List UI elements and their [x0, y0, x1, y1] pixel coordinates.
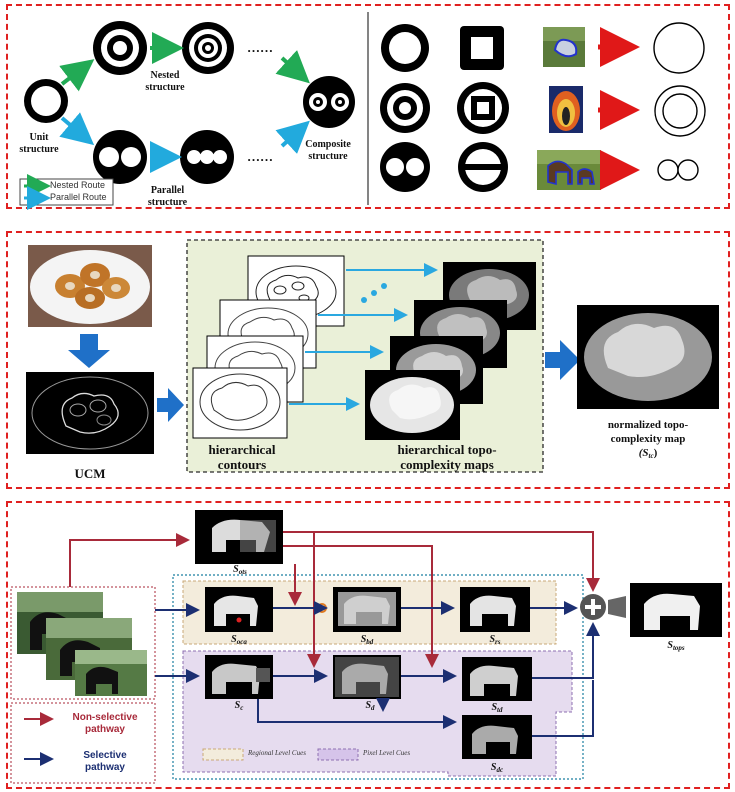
soca-label: Soca: [231, 634, 247, 646]
map-sd: [333, 655, 401, 699]
contour-sheet-1: [192, 367, 288, 439]
panel-pipeline: [6, 501, 730, 789]
photo-to-ucm-arrow: [68, 334, 110, 368]
regional-legend-swatch: [202, 748, 244, 761]
normalized-map-sub: tc: [648, 452, 654, 460]
sc-label: Sc: [234, 700, 244, 712]
ucm-label: UCM: [74, 466, 106, 481]
ellipsis-dot: [361, 297, 367, 303]
sots-to-td-arrow: [283, 545, 439, 668]
parallel-ellipsis: ……: [247, 149, 273, 164]
topo-map-1: [365, 370, 460, 440]
donut-photo: [28, 245, 152, 327]
srs-label: Srs: [489, 634, 501, 646]
sdc-label: Sdc: [490, 762, 504, 774]
normalized-topo-map: [577, 305, 719, 409]
pathway-legend-box: [10, 702, 156, 784]
normalized-map-symbol: (S: [638, 447, 649, 459]
nested-ellipsis: ……: [247, 40, 273, 55]
map-sbd: [333, 587, 401, 632]
topology-result-1: [653, 22, 705, 74]
sc-to-dc-arrow: [257, 699, 457, 729]
parallel-route-arrow: [59, 112, 95, 146]
bear-photo-3: [75, 650, 147, 696]
hierarchical-maps-label: hierarchical topo-complexity maps: [397, 442, 497, 472]
normalized-map-line1: normalized topo-: [607, 419, 689, 431]
nested-structure-label: Nested structure: [145, 70, 185, 93]
map-std: [462, 657, 532, 701]
parallel-structure-label: Parallel structure: [147, 185, 188, 208]
normalized-map-line2: complexity map: [610, 433, 686, 445]
hierarchical-contours-label: hierarchical contours: [208, 442, 276, 472]
nested-structure-icon-1: [93, 21, 147, 75]
shape-ring-2: [380, 83, 430, 133]
unit-structure-label: Unit structure: [19, 132, 59, 155]
td-to-fusion-arrow: [532, 622, 600, 679]
unit-structure-icon: [24, 79, 68, 123]
parallel-structure-icon-2: [180, 130, 234, 184]
sots-label: Sots: [233, 564, 247, 576]
parallel-route-arrow: [275, 120, 310, 154]
parallel-structure-icon-1: [93, 130, 147, 184]
nested-structure-icon-2: [182, 22, 234, 74]
sbd-label: Sbd: [360, 634, 374, 646]
shape-square-1: [460, 26, 504, 70]
legend-parallel-label: Parallel Route: [50, 192, 107, 202]
sd-label: Sd: [365, 700, 375, 712]
legend-nested-label: Nested Route: [50, 180, 106, 190]
input-frames-box: [10, 586, 156, 700]
regional-cues-label: Regional Level Cues: [248, 749, 306, 757]
example-photo-2: [549, 86, 583, 133]
map-srs: [460, 587, 530, 632]
composite-structure-icon: [303, 76, 355, 128]
ellipsis-dot: [381, 283, 387, 289]
panel-topological-structures: [6, 4, 730, 209]
panel-topo-complexity: [6, 231, 730, 489]
pixel-cues-label: Pixel Level Cues: [363, 749, 411, 757]
map-soca: [205, 587, 273, 632]
fusion-plus-icon: [580, 594, 606, 620]
shape-split-circle: [458, 142, 508, 192]
ellipsis-dot: [371, 290, 377, 296]
maps-to-normalized-arrow: [545, 340, 580, 380]
map-sc: [205, 655, 273, 699]
sots-to-fusion-arrow: [283, 531, 600, 592]
composite-structure-label: Composite structure: [305, 139, 351, 162]
map-sots: [195, 510, 283, 564]
stops-label: Stops: [667, 640, 685, 652]
shape-twin-circles: [380, 142, 430, 192]
normalized-map-close: ): [653, 447, 658, 459]
std-label: Std: [491, 702, 503, 714]
map-stops: [630, 583, 722, 637]
ucm-image: [26, 372, 154, 454]
example-photo-1: [543, 27, 585, 67]
ucm-to-contours-arrow: [157, 388, 184, 422]
example-photo-3: [537, 150, 601, 190]
input-to-sots-arrow: [69, 533, 190, 587]
topology-result-2: [654, 85, 706, 137]
pixel-legend-swatch: [317, 748, 359, 761]
shape-square-2: [457, 82, 509, 134]
dc-to-fusion-line: [532, 680, 594, 737]
shape-ring-1: [381, 24, 429, 72]
normalized-map-label: normalized topo- complexity map (Stc): [580, 418, 716, 463]
nested-route-arrow: [59, 59, 95, 92]
map-sdc: [462, 715, 532, 759]
fusion-output-arrow: [608, 596, 626, 618]
topology-result-3: [657, 159, 699, 181]
nested-route-arrow: [275, 50, 310, 84]
